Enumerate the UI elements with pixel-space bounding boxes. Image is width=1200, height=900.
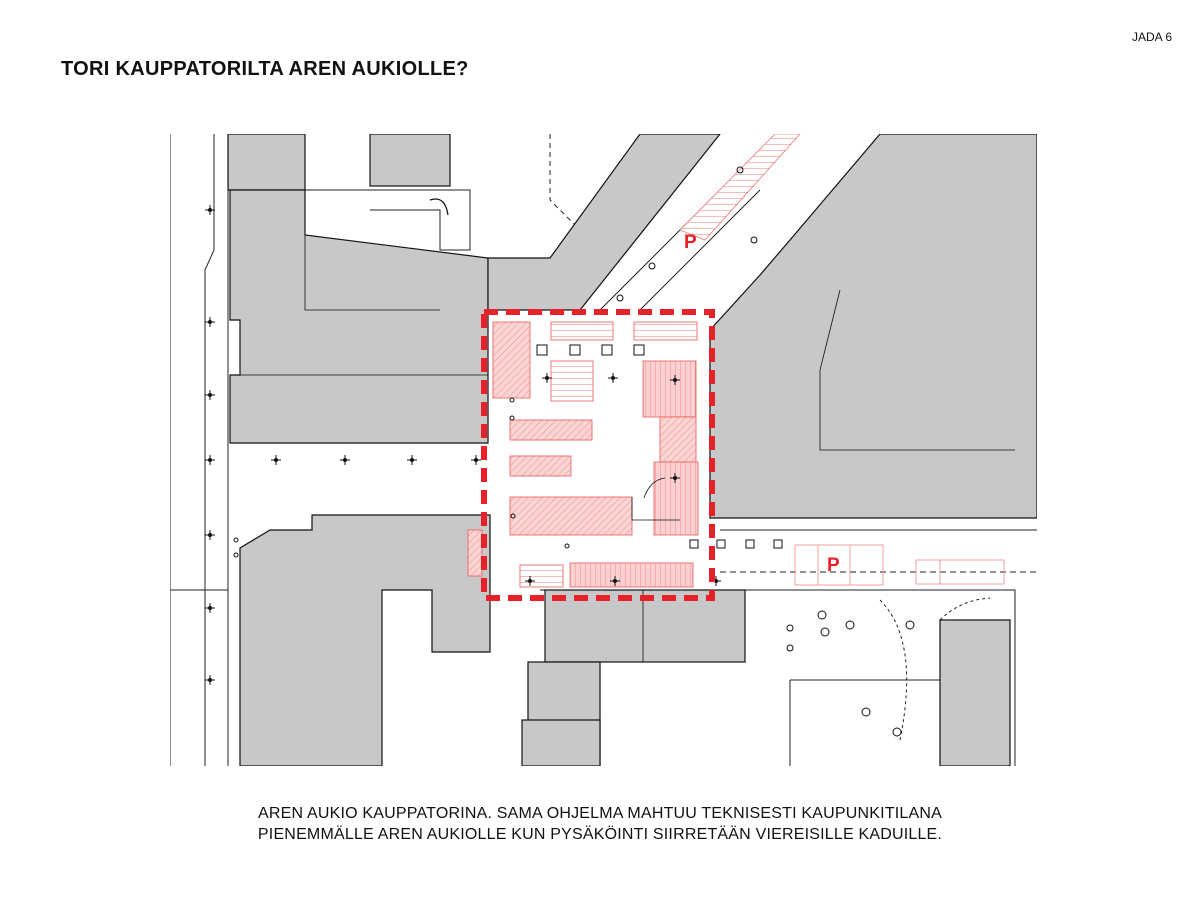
caption-line: PIENEMMÄLLE AREN AUKIOLLE KUN PYSÄKÖINTI… xyxy=(257,826,943,843)
parking-label: P xyxy=(827,555,840,576)
market-stalls xyxy=(467,321,699,588)
parking-label: P xyxy=(684,232,697,253)
page-title: TORI KAUPPATORILTA AREN AUKIOLLE? xyxy=(61,58,469,80)
street-furniture xyxy=(204,166,915,737)
parking-strip-diagonal xyxy=(679,134,801,241)
buildings xyxy=(227,134,1037,766)
caption-line: AREN AUKIO KAUPPATORINA. SAMA OHJELMA MA… xyxy=(257,805,943,822)
parking-strip-street xyxy=(794,544,1005,586)
page-number: JADA 6 xyxy=(1131,30,1172,44)
map-base xyxy=(170,134,1037,766)
project-area-boundary xyxy=(481,309,715,601)
figure-caption: AREN AUKIO KAUPPATORINA. SAMA OHJELMA MA… xyxy=(0,803,1200,845)
